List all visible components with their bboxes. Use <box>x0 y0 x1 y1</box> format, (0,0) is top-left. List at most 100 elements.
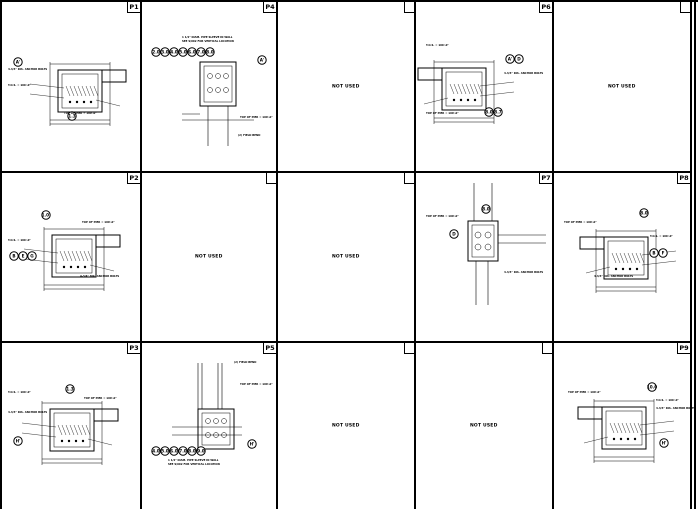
drawing-line <box>63 250 69 261</box>
note-text: TOP OF PIER = 100'-0" <box>568 390 601 394</box>
sleeve-circle <box>206 73 213 79</box>
sleeve-circle <box>222 87 229 93</box>
drawing-line <box>89 85 95 97</box>
detail-p3: 1.3H'TOP OF PIER = 100'-0"T.O.S. = 100'-… <box>8 383 119 465</box>
drawing-line <box>423 97 448 105</box>
bubble-label: 9.0 <box>197 448 205 453</box>
note-text: TOP OF PIER = 100'-0" <box>240 382 273 386</box>
bubble-label: B <box>12 253 15 258</box>
detail-tag <box>404 342 414 354</box>
drawing-line <box>479 91 514 97</box>
detail-tag <box>404 2 414 13</box>
drawing-outline <box>445 71 482 107</box>
note-text: 4-3/4" DIA. ANCHOR BOLTS <box>8 67 47 71</box>
grid-bubble: A' <box>504 54 515 64</box>
grid-bubble: 3.0 <box>159 47 170 57</box>
drawing-line <box>73 85 79 97</box>
drawing-line <box>621 422 626 433</box>
detail-tag: P9 <box>677 342 690 354</box>
bubble-label: D <box>452 231 456 236</box>
drawing-line <box>461 83 466 95</box>
rebar-dot <box>635 267 638 270</box>
bubble-label: 4.0 <box>170 50 178 55</box>
note-text: (2) FIELD BEND <box>238 133 261 137</box>
note-text: TOP OF PIER = 100'-0" <box>84 396 117 400</box>
drawing-line <box>449 83 454 95</box>
drawing-line <box>65 85 71 97</box>
drawing-line <box>633 422 638 433</box>
drawing-line <box>75 250 81 261</box>
drawing-outline <box>417 67 442 81</box>
drawing-outline <box>607 240 644 275</box>
note-text: T.O.S. = 100'-0" <box>8 238 31 242</box>
drawing-line <box>87 250 93 261</box>
rebar-dot <box>452 98 455 102</box>
cell-r3c4: NOT USED <box>416 342 552 509</box>
grid-bubble: 1.3 <box>67 111 77 121</box>
bubble-label: 4.0 <box>152 448 160 453</box>
grid-line-v4 <box>552 0 554 509</box>
bubble-label: 5.0 <box>161 448 169 453</box>
drawing-line <box>625 422 630 433</box>
drawing-line <box>71 250 77 261</box>
drawing-line <box>637 422 642 433</box>
grid-line-h2 <box>0 341 692 343</box>
drawing-outline <box>605 410 642 445</box>
drawing-line <box>29 83 65 89</box>
note-text: T.O.S. = 100'-0" <box>8 390 31 394</box>
drawing-line <box>73 424 79 435</box>
drawing-line <box>639 430 674 435</box>
drawing-line <box>615 252 620 263</box>
grid-line-h1 <box>0 171 692 173</box>
bubble-label: 8.0 <box>485 110 493 115</box>
sleeve-circle <box>484 231 491 238</box>
sleeve-circle <box>204 417 211 424</box>
rebar-dot <box>68 100 72 104</box>
rebar-dot <box>75 100 79 104</box>
grid-bubble: D <box>448 228 459 239</box>
grid-line-v2 <box>276 0 278 509</box>
detail-tag: P7 <box>539 172 552 184</box>
bubble-label: D <box>517 57 521 62</box>
note-text: TOP OF PIER = 100'-0" <box>82 220 115 224</box>
drawing-line <box>477 83 482 95</box>
drawing-outline <box>201 412 230 445</box>
drawing-line <box>479 81 514 87</box>
drawing-line <box>609 422 614 433</box>
grid-bubble: 7.0 <box>177 445 188 456</box>
rebar-dot <box>459 98 462 102</box>
bubble-label: F <box>661 250 664 255</box>
rebar-dot <box>69 265 73 268</box>
not-used-label: NOT USED <box>607 84 636 89</box>
bubble-label: 7.0 <box>197 50 205 55</box>
grid-bubble: 8.7 <box>492 107 503 117</box>
rebar-dot <box>612 437 615 440</box>
note-text: 1 1/2" DIAM. PIPE SLEEVE IN WALL <box>168 458 219 462</box>
rebar-dot <box>614 267 617 270</box>
drawing-line <box>95 99 121 107</box>
grid-bubble: 1.0' <box>41 209 51 220</box>
grid-bubble: 4.0 <box>150 445 161 456</box>
note-text: T.O.S. = 100'-0" <box>650 234 673 238</box>
bubble-label: A' <box>16 60 21 65</box>
bubble-label: G <box>30 253 34 258</box>
grid-line-top <box>0 0 698 2</box>
bubble-label: 6.0 <box>170 448 178 453</box>
bubble-label: 1.3 <box>68 114 76 119</box>
grid-bubble: 2.0 <box>150 47 161 57</box>
detail-tag <box>542 342 552 354</box>
bubble-label: H' <box>661 440 666 445</box>
drawing-line <box>635 252 640 263</box>
grid-bubble: 8.0 <box>480 203 491 214</box>
grid-line-left <box>0 0 2 509</box>
drawing-outline <box>53 412 91 447</box>
note-text: TOP OF PIER = 100'-0" <box>64 111 97 115</box>
drawing-line <box>473 83 478 95</box>
bubble-label: A' <box>259 58 264 63</box>
drawing-outline <box>55 238 93 273</box>
